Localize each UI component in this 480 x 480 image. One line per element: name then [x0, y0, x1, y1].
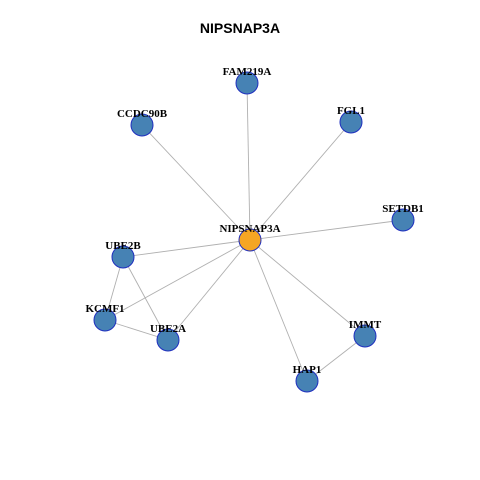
node-circle-ccdc90b: [130, 113, 154, 137]
node-label-setdb1: SETDB1: [382, 203, 424, 215]
node-label-immt: IMMT: [349, 319, 382, 331]
edge-nipsnap3a-kcmf1: [104, 239, 251, 321]
node-circle-immt: [353, 324, 377, 348]
node-fam219a: FAM219A: [223, 66, 272, 95]
node-label-ccdc90b: CCDC90B: [117, 108, 168, 120]
node-immt: IMMT: [349, 319, 382, 348]
node-kcmf1: KCMF1: [85, 303, 125, 332]
edge-nipsnap3a-immt: [249, 239, 366, 337]
node-circle-fgl1: [339, 110, 363, 134]
node-label-fgl1: FGL1: [337, 105, 365, 117]
node-label-ube2b: UBE2B: [105, 240, 141, 252]
node-circle-nipsnap3a: [238, 228, 262, 252]
edge-nipsnap3a-setdb1: [249, 219, 404, 241]
node-circle-kcmf1: [93, 308, 117, 332]
node-label-kcmf1: KCMF1: [85, 303, 124, 315]
node-circle-ube2b: [111, 245, 135, 269]
edge-immt-hap1: [306, 335, 366, 382]
edge-nipsnap3a-ube2a: [167, 239, 251, 341]
node-circle-fam219a: [235, 71, 259, 95]
node-ube2b: UBE2B: [105, 240, 141, 269]
node-ube2a: UBE2A: [150, 323, 186, 352]
node-circle-ube2a: [156, 328, 180, 352]
node-fgl1: FGL1: [337, 105, 365, 134]
node-label-ube2a: UBE2A: [150, 323, 186, 335]
node-circle-hap1: [295, 369, 319, 393]
node-label-nipsnap3a: NIPSNAP3A: [219, 223, 280, 235]
node-label-fam219a: FAM219A: [223, 66, 272, 78]
edge-ube2b-ube2a: [122, 256, 169, 341]
node-hap1: HAP1: [293, 364, 322, 393]
node-ccdc90b: CCDC90B: [117, 108, 168, 137]
graph-title: NIPSNAP3A: [199, 20, 281, 36]
node-nipsnap3a: NIPSNAP3A: [219, 223, 281, 252]
edge-nipsnap3a-fgl1: [249, 121, 352, 241]
node-setdb1: SETDB1: [382, 203, 424, 232]
edge-nipsnap3a-hap1: [249, 239, 308, 382]
node-circle-setdb1: [391, 208, 415, 232]
edge-nipsnap3a-ccdc90b: [141, 124, 251, 241]
edge-nipsnap3a-ube2b: [122, 239, 251, 258]
node-label-hap1: HAP1: [293, 364, 322, 376]
edge-nipsnap3a-fam219a: [246, 82, 251, 241]
